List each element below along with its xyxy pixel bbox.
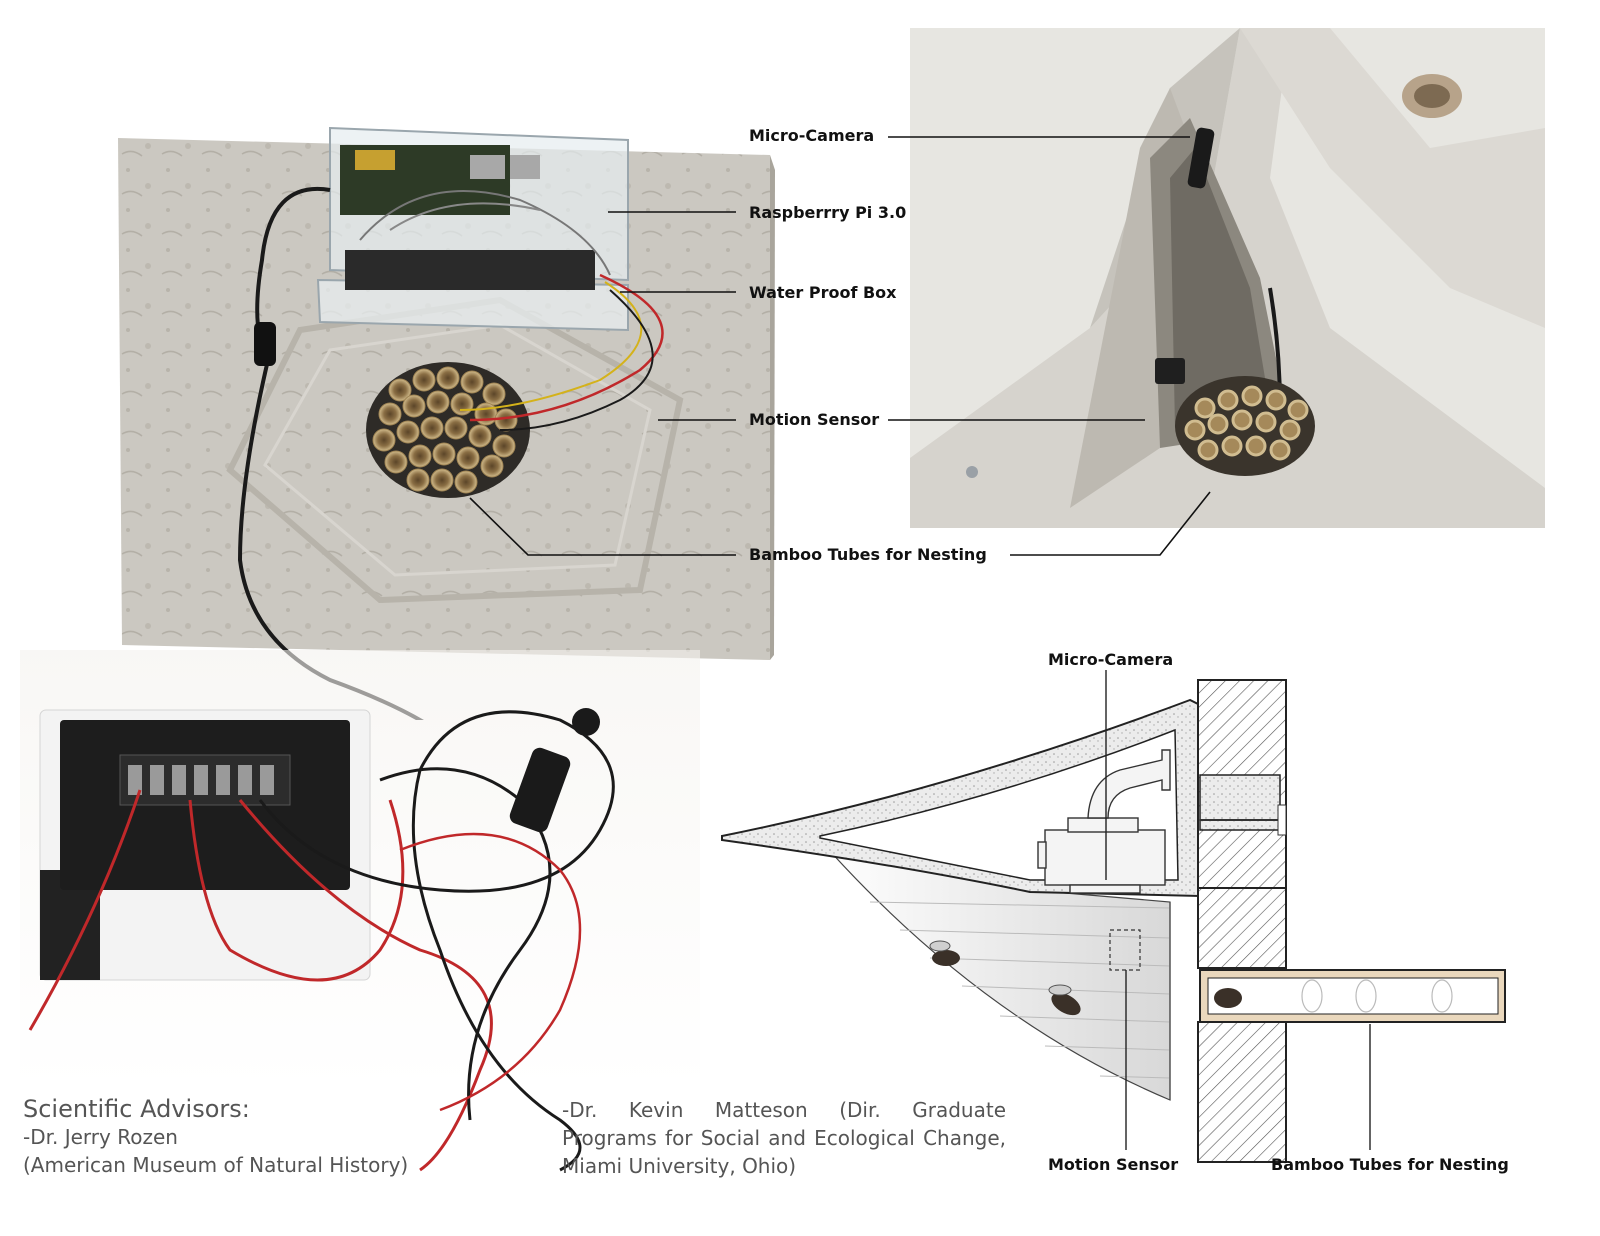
bee-icon (1214, 988, 1242, 1008)
concrete-slab-photo (118, 126, 775, 720)
battery-controller-photo (20, 650, 700, 1172)
advisors-block: Scientific Advisors: -Dr. Jerry Rozen (A… (23, 1095, 543, 1179)
advisor-2-text: -Dr. Kevin Matteson (Dir. Graduate Progr… (562, 1098, 1006, 1178)
callout-motion-sensor: Motion Sensor (749, 410, 880, 429)
advisors-title: Scientific Advisors: (23, 1095, 250, 1123)
callout-leader-lines (469, 136, 1211, 556)
callout-raspberry-pi: Raspberrry Pi 3.0 (749, 203, 907, 222)
bamboo-tube-bundle (366, 362, 530, 498)
callout-micro-camera: Micro-Camera (749, 126, 875, 145)
bee-icon (929, 940, 960, 966)
camera-icon (1187, 127, 1215, 189)
battery-box (39, 709, 371, 981)
diagram-label-micro-camera: Micro-Camera (1048, 650, 1174, 669)
advisor-1-affiliation: (American Museum of Natural History) (23, 1153, 409, 1177)
bee-icon (1048, 984, 1081, 1016)
diagram-bamboo-tube (1199, 969, 1506, 1023)
diagram-camera (1037, 749, 1171, 894)
diagram-label-motion-sensor: Motion Sensor (1048, 1155, 1179, 1174)
callout-bamboo-tubes: Bamboo Tubes for Nesting (749, 545, 987, 564)
diagram-label-bamboo-tubes: Bamboo Tubes for Nesting (1271, 1155, 1509, 1174)
water-proof-box (316, 126, 629, 332)
bamboo-nest (1175, 376, 1315, 476)
section-diagram (721, 670, 1506, 1163)
callout-water-proof-box: Water Proof Box (749, 283, 897, 302)
motion-sensor-icon (1155, 358, 1185, 384)
sculpture-closeup-photo (910, 28, 1545, 528)
advisor-1-name: -Dr. Jerry Rozen (23, 1125, 178, 1149)
